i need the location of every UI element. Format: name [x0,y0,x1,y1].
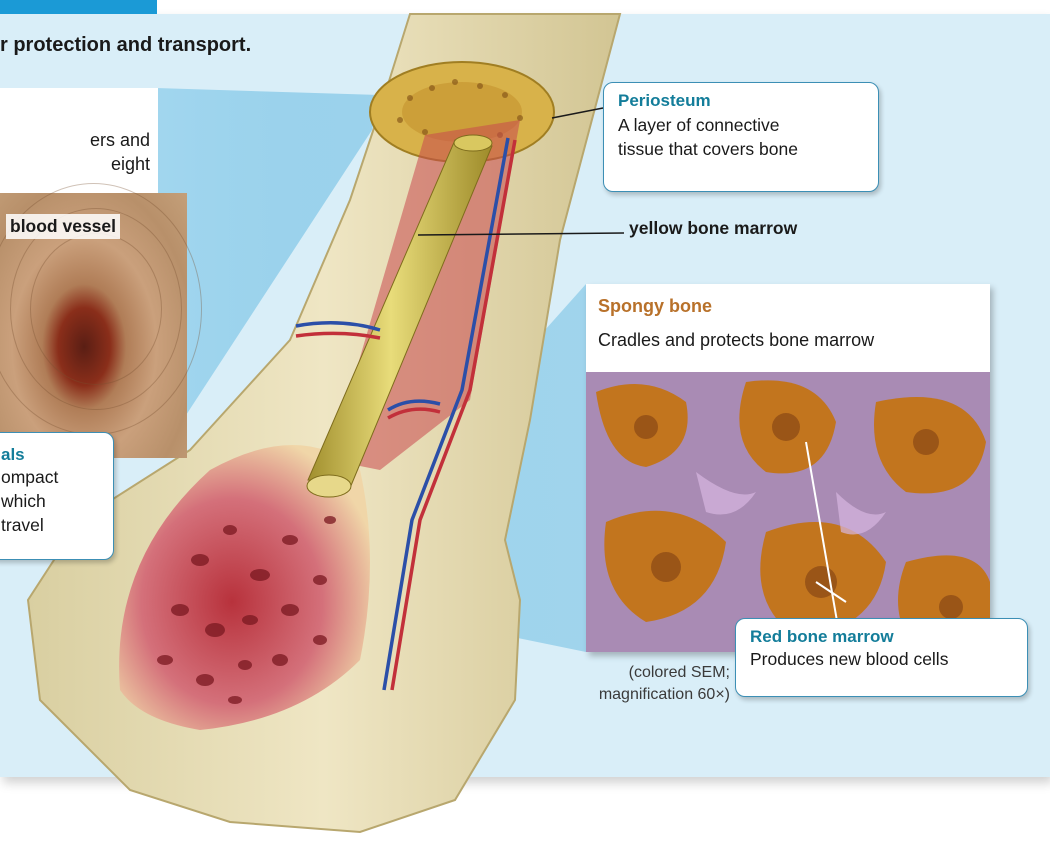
red-bone-marrow-callout: Red bone marrow Produces new blood cells [735,618,1028,697]
spongy-bone-card: Spongy bone Cradles and protects bone ma… [586,284,990,652]
blood-vessel-label: blood vessel [6,214,120,239]
red-bone-marrow-body: Produces new blood cells [750,647,1013,671]
yellow-bone-marrow-label: yellow bone marrow [629,218,797,239]
periosteum-callout: Periosteum A layer of connective tissue … [603,82,879,192]
sem-caption: (colored SEM; magnification 60×) [520,662,730,706]
compact-bone-card: ers and eight [0,88,158,193]
spongy-bone-title: Spongy bone [598,296,712,317]
haversian-canals-callout: als ompact which travel [0,432,114,560]
haversian-canals-body: ompact which travel [0,465,113,537]
spongy-bone-body: Cradles and protects bone marrow [598,330,874,351]
compact-bone-description: ers and eight [0,128,150,176]
section-heading: r protection and transport. [0,34,251,57]
periosteum-title: Periosteum [618,91,864,111]
red-bone-marrow-title: Red bone marrow [750,627,1013,647]
periosteum-body: A layer of connective tissue that covers… [618,113,864,161]
spongy-bone-sem-image [586,372,990,652]
haversian-canals-title: als [0,433,113,465]
